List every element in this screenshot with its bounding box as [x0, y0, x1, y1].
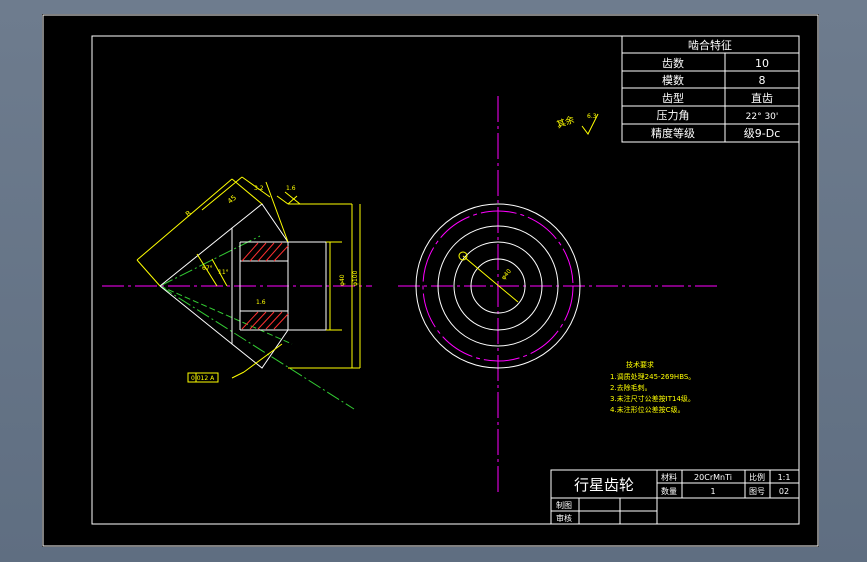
roughness-symbol-icon — [581, 113, 599, 135]
qty-value: 1 — [710, 487, 715, 496]
mesh-row-value: 22° 30' — [746, 112, 779, 122]
drawing-canvas[interactable]: 啮合特征 齿数 10 模数 8 齿型 直齿 压力角 22° 30' 精度等级 级… — [42, 14, 819, 547]
dim-top-a: 3.2 — [254, 185, 264, 192]
drawing-sheet: 啮合特征 齿数 10 模数 8 齿型 直齿 压力角 22° 30' 精度等级 级… — [42, 14, 819, 547]
material-value: 20CrMnTi — [694, 473, 732, 482]
mesh-row-label: 模数 — [662, 74, 684, 87]
mesh-table-title: 啮合特征 — [688, 38, 732, 52]
mesh-row-label: 压力角 — [657, 109, 690, 122]
drawing-no-value: 02 — [779, 487, 789, 496]
surface-note-text: 其余 — [555, 113, 576, 130]
datum-box-text: 0.012 A — [191, 375, 215, 382]
drawing-no-label: 图号 — [749, 487, 765, 496]
bore-circle — [470, 258, 526, 314]
inner-frame — [91, 35, 800, 525]
section-hatch — [241, 242, 289, 330]
tech-req-item: 4.未注形位公差按C级。 — [610, 405, 685, 414]
mesh-row-value: 级9-Dc — [744, 127, 781, 140]
surface-finish-note: 其余 6.3 — [555, 113, 599, 135]
part-name: 行星齿轮 — [574, 476, 634, 494]
tech-req-title: 技术要求 — [626, 360, 654, 369]
outer-circle — [415, 203, 581, 369]
checked-label: 审核 — [556, 513, 572, 523]
dim-angle-note: 1.6 — [256, 299, 266, 306]
datum-box — [187, 372, 219, 383]
mesh-row-value: 8 — [759, 74, 766, 87]
scale-label: 比例 — [749, 472, 765, 482]
dim-outer: φ100 — [352, 270, 359, 286]
tech-requirements: 技术要求 1.调质处理245-269HBS。 2.去除毛刺。 3.未注尺寸公差按… — [610, 360, 695, 414]
mesh-row-value: 直齿 — [751, 91, 773, 105]
dim-angle2: 11° — [218, 269, 229, 276]
surface-value-text: 6.3 — [587, 113, 597, 120]
scale-value: 1:1 — [778, 473, 791, 482]
title-block: 行星齿轮 材料 20CrMnTi 比例 1:1 数量 1 图号 02 制图 审核 — [550, 469, 800, 525]
hub-circle — [437, 225, 559, 347]
dim-inner: φ40 — [339, 274, 346, 286]
mesh-row-label: 齿数 — [662, 57, 684, 70]
side-view: φ40 — [398, 96, 718, 492]
tech-req-item: 3.未注尺寸公差按IT14级。 — [610, 394, 695, 403]
tech-req-item: 2.去除毛刺。 — [610, 383, 652, 392]
dim-top-b: 1.6 — [286, 185, 296, 192]
dim-slant-outer: B — [184, 209, 193, 218]
outer-border — [42, 14, 819, 547]
mesh-table: 啮合特征 齿数 10 模数 8 齿型 直齿 压力角 22° 30' 精度等级 级… — [621, 35, 800, 143]
material-label: 材料 — [661, 472, 677, 482]
side-dim-label: φ40 — [500, 268, 513, 282]
mesh-row-label: 精度等级 — [651, 126, 695, 140]
tech-req-item: 1.调质处理245-269HBS。 — [610, 372, 695, 381]
pitch-circle — [422, 210, 574, 362]
shoulder-circle — [453, 241, 543, 331]
drawn-label: 制图 — [556, 500, 572, 510]
mesh-row-label: 齿型 — [662, 91, 684, 105]
mesh-row-value: 10 — [755, 57, 769, 70]
front-view: B 45 3.2 1.6 1.6 φ40 φ100 67° 11° 0.012 … — [102, 176, 372, 410]
dim-slant-inner: 45 — [226, 194, 238, 206]
qty-label: 数量 — [661, 486, 677, 496]
dim-angle1: 67° — [202, 265, 213, 272]
